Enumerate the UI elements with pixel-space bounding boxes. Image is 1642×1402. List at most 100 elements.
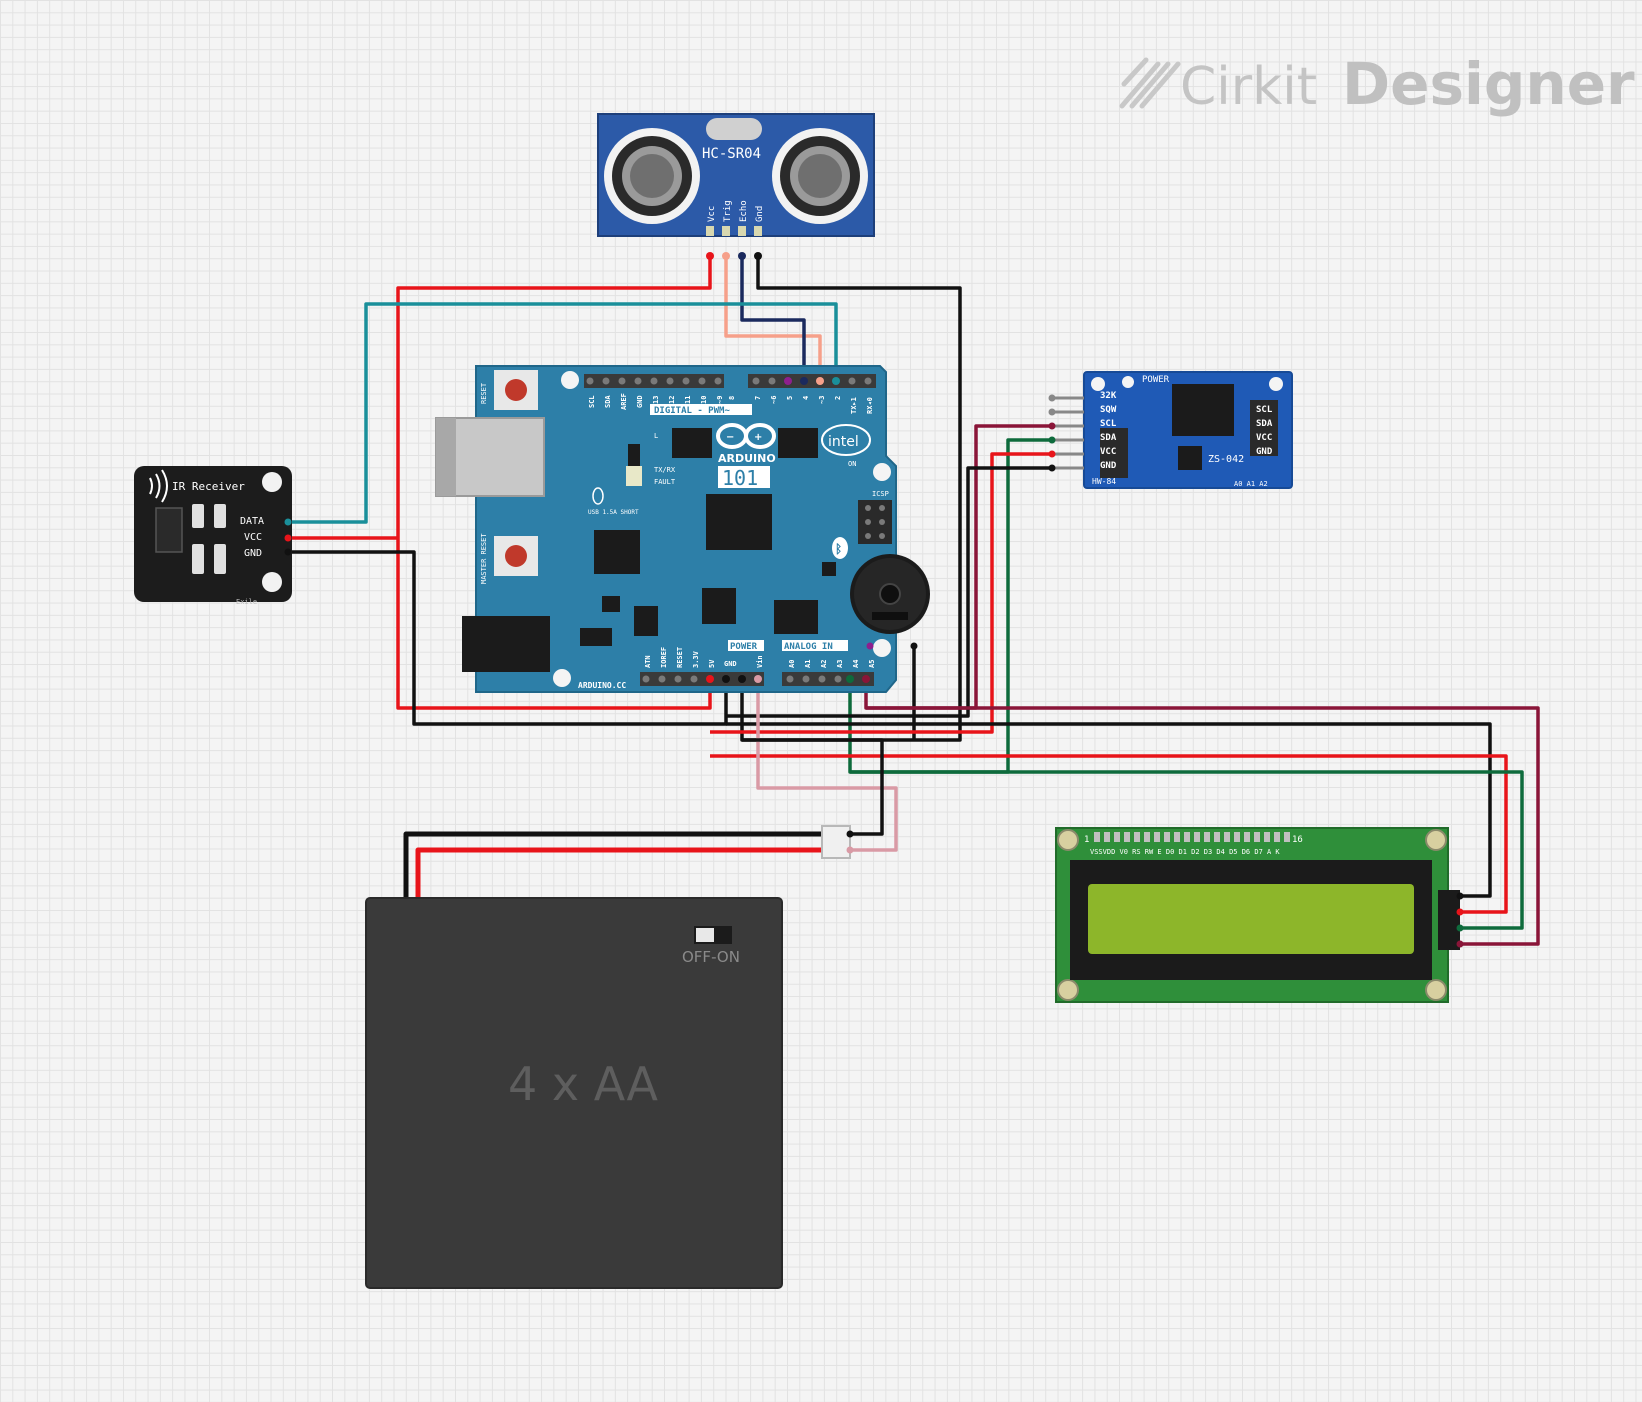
lcd-16x2-i2c[interactable]: 1 16 VSSVDD V0 RS RW E D0 D1 D2 D3 D4 D5…	[1055, 827, 1464, 1003]
hcsr04-pin-label-trig: Trig	[723, 200, 733, 222]
ir-terminal-data[interactable]	[284, 518, 292, 526]
wire-ir-gnd[interactable]	[288, 550, 728, 726]
reset-label: RESET	[480, 382, 488, 404]
piezo-buzzer[interactable]	[850, 554, 930, 650]
wire-gnd-battery[interactable]	[742, 738, 884, 836]
pin-label-9: ~9	[716, 396, 724, 404]
ir-receiver-module[interactable]: IR Receiver DATA VCC GND Exile	[134, 466, 292, 606]
battery-jst-connector[interactable]	[821, 825, 854, 859]
wire-vin-battery[interactable]	[756, 676, 898, 852]
wire-hcsr04-echo[interactable]	[740, 256, 806, 382]
battery-pack-4xaa[interactable]: OFF-ON 4 x AA	[365, 897, 783, 1289]
rtc-left-pin-label-vcc: VCC	[1100, 447, 1116, 457]
hcsr04-pin-gnd[interactable]	[754, 226, 762, 236]
header-power	[640, 672, 764, 686]
right-transducer	[772, 128, 868, 224]
hcsr04-pin-label-gnd: Gnd	[755, 206, 765, 222]
pin-label-a5: A5	[868, 660, 876, 668]
rtc-pin-header-left	[1100, 428, 1128, 478]
rtc-pin-gnd[interactable]	[1048, 464, 1056, 472]
rtc-ds3231-module[interactable]: POWER 32K SQW SCL SDA VCC GND SCL SDA VC…	[1048, 371, 1293, 489]
wire-hcsr04-gnd[interactable]	[740, 256, 962, 742]
buzzer-pin-signal[interactable]	[866, 642, 874, 650]
lcd-pin-last: 16	[1292, 835, 1303, 845]
wire-lcd-vcc[interactable]	[710, 754, 1508, 914]
arduino-site-label: ARDUINO.CC	[578, 681, 626, 690]
rtc-right-pin-label-sda: SDA	[1256, 419, 1273, 429]
left-transducer	[604, 128, 700, 224]
pin-label-rx: RX◂0	[866, 397, 874, 414]
pin-label-ioref: IOREF	[660, 647, 668, 668]
jst-pin-negative[interactable]	[846, 830, 854, 838]
mount-hole	[1425, 829, 1447, 851]
arduino-pin-a5[interactable]	[862, 675, 870, 683]
lcd-pin-vcc[interactable]	[1456, 908, 1464, 916]
arduino-pin-gnd-1[interactable]	[722, 675, 730, 683]
mount-hole	[873, 463, 891, 481]
rtc-right-pin-label-vcc: VCC	[1256, 433, 1272, 443]
rtc-pin-sda[interactable]	[1048, 436, 1056, 444]
arduino-pin-gnd-2[interactable]	[738, 675, 746, 683]
led-indicator	[628, 444, 640, 472]
lcd-pin-scl[interactable]	[1456, 940, 1464, 948]
hcsr04-terminal-gnd[interactable]	[754, 252, 762, 260]
ir-pin-label-vcc: VCC	[244, 532, 262, 543]
usb-short-label: USB 1.5A SHORT	[588, 509, 639, 516]
main-processor	[706, 494, 772, 550]
dc-power-jack[interactable]	[462, 616, 550, 672]
pin-label-aref: AREF	[620, 393, 628, 410]
master-reset-label: MASTER RESET	[480, 533, 488, 584]
rtc-board-code: HW-84	[1092, 477, 1116, 486]
hcsr04-terminal-vcc[interactable]	[706, 252, 714, 260]
rtc-pin-scl[interactable]	[1048, 422, 1056, 430]
buzzer-pin-gnd[interactable]	[910, 642, 918, 650]
arduino-pin-vin[interactable]	[754, 675, 762, 683]
mount-hole	[1057, 979, 1079, 1001]
arduino-pin-a4[interactable]	[846, 675, 854, 683]
hcsr04-terminal-trig[interactable]	[722, 252, 730, 260]
rtc-address-label: A0 A1 A2	[1234, 480, 1268, 488]
ir-terminal-gnd[interactable]	[284, 548, 292, 556]
lcd-pin-labels: VSSVDD V0 RS RW E D0 D1 D2 D3 D4 D5 D6 D…	[1090, 848, 1280, 856]
rtc-pin-sqw[interactable]	[1048, 408, 1056, 416]
rtc-power-label: POWER	[1142, 375, 1170, 385]
wire-battery-black-lead	[403, 831, 822, 898]
rtc-pin-vcc[interactable]	[1048, 450, 1056, 458]
pin-label-5v: 5V	[708, 659, 716, 668]
hcsr04-pin-trig[interactable]	[722, 226, 730, 236]
wire-rtc-gnd[interactable]	[726, 466, 1052, 718]
wire-lcd-sda[interactable]	[850, 770, 1524, 930]
arduino-infinity-logo	[716, 423, 776, 449]
pin-label-12: 12	[668, 396, 676, 404]
mount-hole	[561, 371, 579, 389]
arduino-pin-3[interactable]	[816, 377, 824, 385]
rtc-pin-32k[interactable]	[1048, 394, 1056, 402]
wire-rtc-vcc[interactable]	[710, 452, 1052, 734]
hcsr04-pin-vcc[interactable]	[706, 226, 714, 236]
header-analog	[782, 672, 874, 686]
rtc-right-pin-label-scl: SCL	[1256, 405, 1273, 415]
arduino-pin-5v[interactable]	[706, 675, 714, 683]
arduino-pin-4[interactable]	[800, 377, 808, 385]
ir-terminal-vcc[interactable]	[284, 534, 292, 542]
pin-label-gnd-top: GND	[636, 395, 644, 408]
hcsr04-pin-label-echo: Echo	[739, 200, 749, 222]
wire-lcd-scl[interactable]	[866, 706, 1540, 946]
arduino-pin-2[interactable]	[832, 377, 840, 385]
chip	[672, 428, 712, 458]
cirkit-logo-icon	[1119, 57, 1181, 109]
hcsr04-pin-echo[interactable]	[738, 226, 746, 236]
arduino-pin-6[interactable]	[784, 377, 792, 385]
lcd-pin-gnd[interactable]	[1456, 892, 1464, 900]
hcsr04-terminal-echo[interactable]	[738, 252, 746, 260]
wire-ir-data[interactable]	[288, 302, 838, 524]
arduino-101-board[interactable]: RESET MASTER RESET SCL SDA AREF GND 13 1…	[435, 365, 897, 693]
hcsr04-module[interactable]: HC-SR04 Vcc Trig Echo Gnd	[597, 113, 875, 260]
wire-hcsr04-vcc-5v[interactable]	[396, 256, 712, 710]
pin-label-a2: A2	[820, 660, 828, 668]
jst-pin-positive[interactable]	[846, 846, 854, 854]
wire-lcd-gnd[interactable]	[726, 722, 1492, 898]
lcd-pin-sda[interactable]	[1456, 924, 1464, 932]
wire-hcsr04-trig[interactable]	[724, 256, 822, 382]
chip	[778, 428, 818, 458]
